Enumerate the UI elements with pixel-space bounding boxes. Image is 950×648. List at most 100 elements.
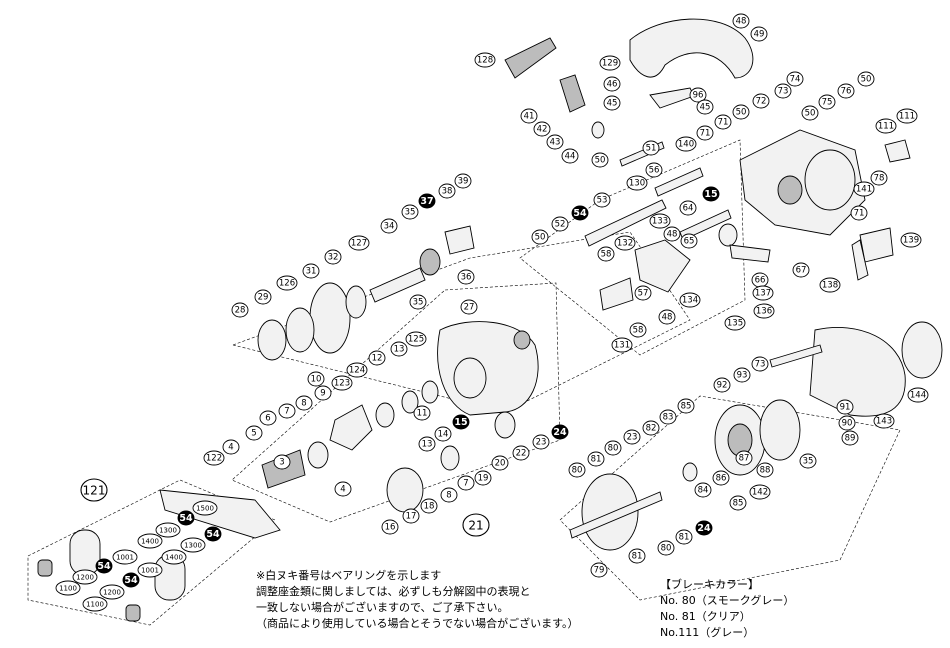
part-callout: 66 (751, 272, 769, 288)
callout-bubble (712, 470, 730, 486)
part-callout: 123 (331, 375, 353, 391)
part-callout: 56 (645, 162, 663, 178)
part-callout: 53 (593, 192, 611, 208)
callout-bubble (611, 337, 633, 353)
callout-bubble (900, 232, 922, 248)
part-callout: 19 (474, 470, 492, 486)
callout-label: 3 (279, 458, 284, 468)
brake-hub-part (727, 423, 753, 457)
part-callout: 49 (750, 26, 768, 42)
callout-label: 72 (756, 97, 767, 107)
part-callout: 16 (381, 519, 399, 535)
callout-label: 142 (752, 488, 768, 498)
callout-label: 137 (755, 289, 771, 299)
callout-bubble (850, 205, 868, 221)
callout-label: 57 (638, 289, 649, 299)
callout-label: 39 (458, 177, 469, 187)
part-callout: 24 (695, 520, 713, 536)
brake-color-no: No. 80 (660, 594, 696, 607)
callout-label: 21 (468, 519, 483, 533)
callout-label: 121 (83, 484, 106, 498)
usage-note: （商品により使用している場合とそうでない場合がございます。） (256, 617, 579, 630)
callout-bubble (457, 269, 475, 285)
callout-label: 23 (627, 433, 638, 443)
part-callout: 131 (611, 337, 633, 353)
callout-label: 84 (698, 486, 709, 496)
part-callout: 127 (348, 235, 370, 251)
part-callout: 83 (659, 409, 677, 425)
part-callout: 21 (462, 513, 490, 537)
callout-label: 88 (760, 466, 771, 476)
callout-bubble (418, 193, 436, 209)
callout-bubble (591, 152, 609, 168)
part-callout: 43 (546, 134, 564, 150)
callout-label: 5 (251, 429, 256, 439)
callout-bubble (254, 289, 272, 305)
callout-label: 4 (340, 485, 345, 495)
callout-bubble (512, 445, 530, 461)
part-callout: 71 (850, 205, 868, 221)
callout-label: 51 (646, 144, 657, 154)
part-callout: 84 (694, 482, 712, 498)
callout-bubble (278, 403, 296, 419)
part-callout: 48 (658, 309, 676, 325)
star-drag-part (329, 404, 373, 451)
part-callout: 78 (870, 170, 888, 186)
callout-label: 46 (607, 80, 618, 90)
callout-bubble (733, 367, 751, 383)
part-callout: 80 (568, 462, 586, 478)
callout-label: 8 (301, 399, 306, 409)
part-callout: 39 (454, 173, 472, 189)
clip-part (884, 139, 911, 163)
part-callout: 140 (675, 136, 697, 152)
callout-bubble (626, 175, 648, 191)
part-callout: 85 (729, 495, 747, 511)
part-callout: 8 (295, 395, 313, 411)
callout-label: 131 (614, 341, 630, 351)
callout-bubble (677, 398, 695, 414)
callout-label: 13 (422, 440, 433, 450)
callout-bubble (792, 262, 810, 278)
callout-label: 1500 (196, 505, 214, 513)
callout-label: 74 (790, 75, 801, 85)
callout-bubble (818, 94, 836, 110)
side-cap-part (901, 321, 943, 379)
callout-label: 34 (384, 222, 395, 232)
bearing-holder-part (444, 225, 475, 255)
callout-bubble (331, 375, 353, 391)
part-callout: 35 (409, 294, 427, 310)
pawl-part (654, 167, 704, 197)
callout-bubble (713, 377, 731, 393)
callout-bubble (95, 558, 113, 574)
callout-bubble (302, 263, 320, 279)
callout-bubble (259, 410, 277, 426)
callout-bubble (750, 26, 768, 42)
part-callout: 111 (896, 108, 918, 124)
callout-bubble (381, 519, 399, 535)
callout-bubble (875, 118, 897, 134)
callout-bubble (231, 302, 249, 318)
bearing-part (682, 462, 698, 482)
callout-label: 15 (704, 189, 717, 200)
callout-label: 1200 (103, 589, 121, 597)
part-callout: 12 (368, 350, 386, 366)
part-callout: 73 (751, 356, 769, 372)
brake-color-item: No. 80（スモークグレー） (660, 593, 794, 609)
callout-bubble (137, 533, 163, 549)
callout-bubble (696, 125, 714, 141)
callout-label: 85 (681, 402, 692, 412)
callout-label: 4 (228, 443, 233, 453)
part-callout: 15 (452, 414, 470, 430)
brake-color-title: 【ブレーキカラー】 (660, 578, 759, 591)
part-callout: 8 (440, 487, 458, 503)
part-callout: 1100 (82, 596, 108, 612)
part-callout: 93 (733, 367, 751, 383)
callout-label: 1001 (141, 567, 159, 575)
callout-bubble (696, 99, 714, 115)
callout-label: 12 (372, 354, 383, 364)
washer-part (285, 307, 315, 353)
callout-label: 31 (306, 267, 317, 277)
part-callout: 3 (273, 454, 291, 470)
callout-bubble (99, 584, 125, 600)
